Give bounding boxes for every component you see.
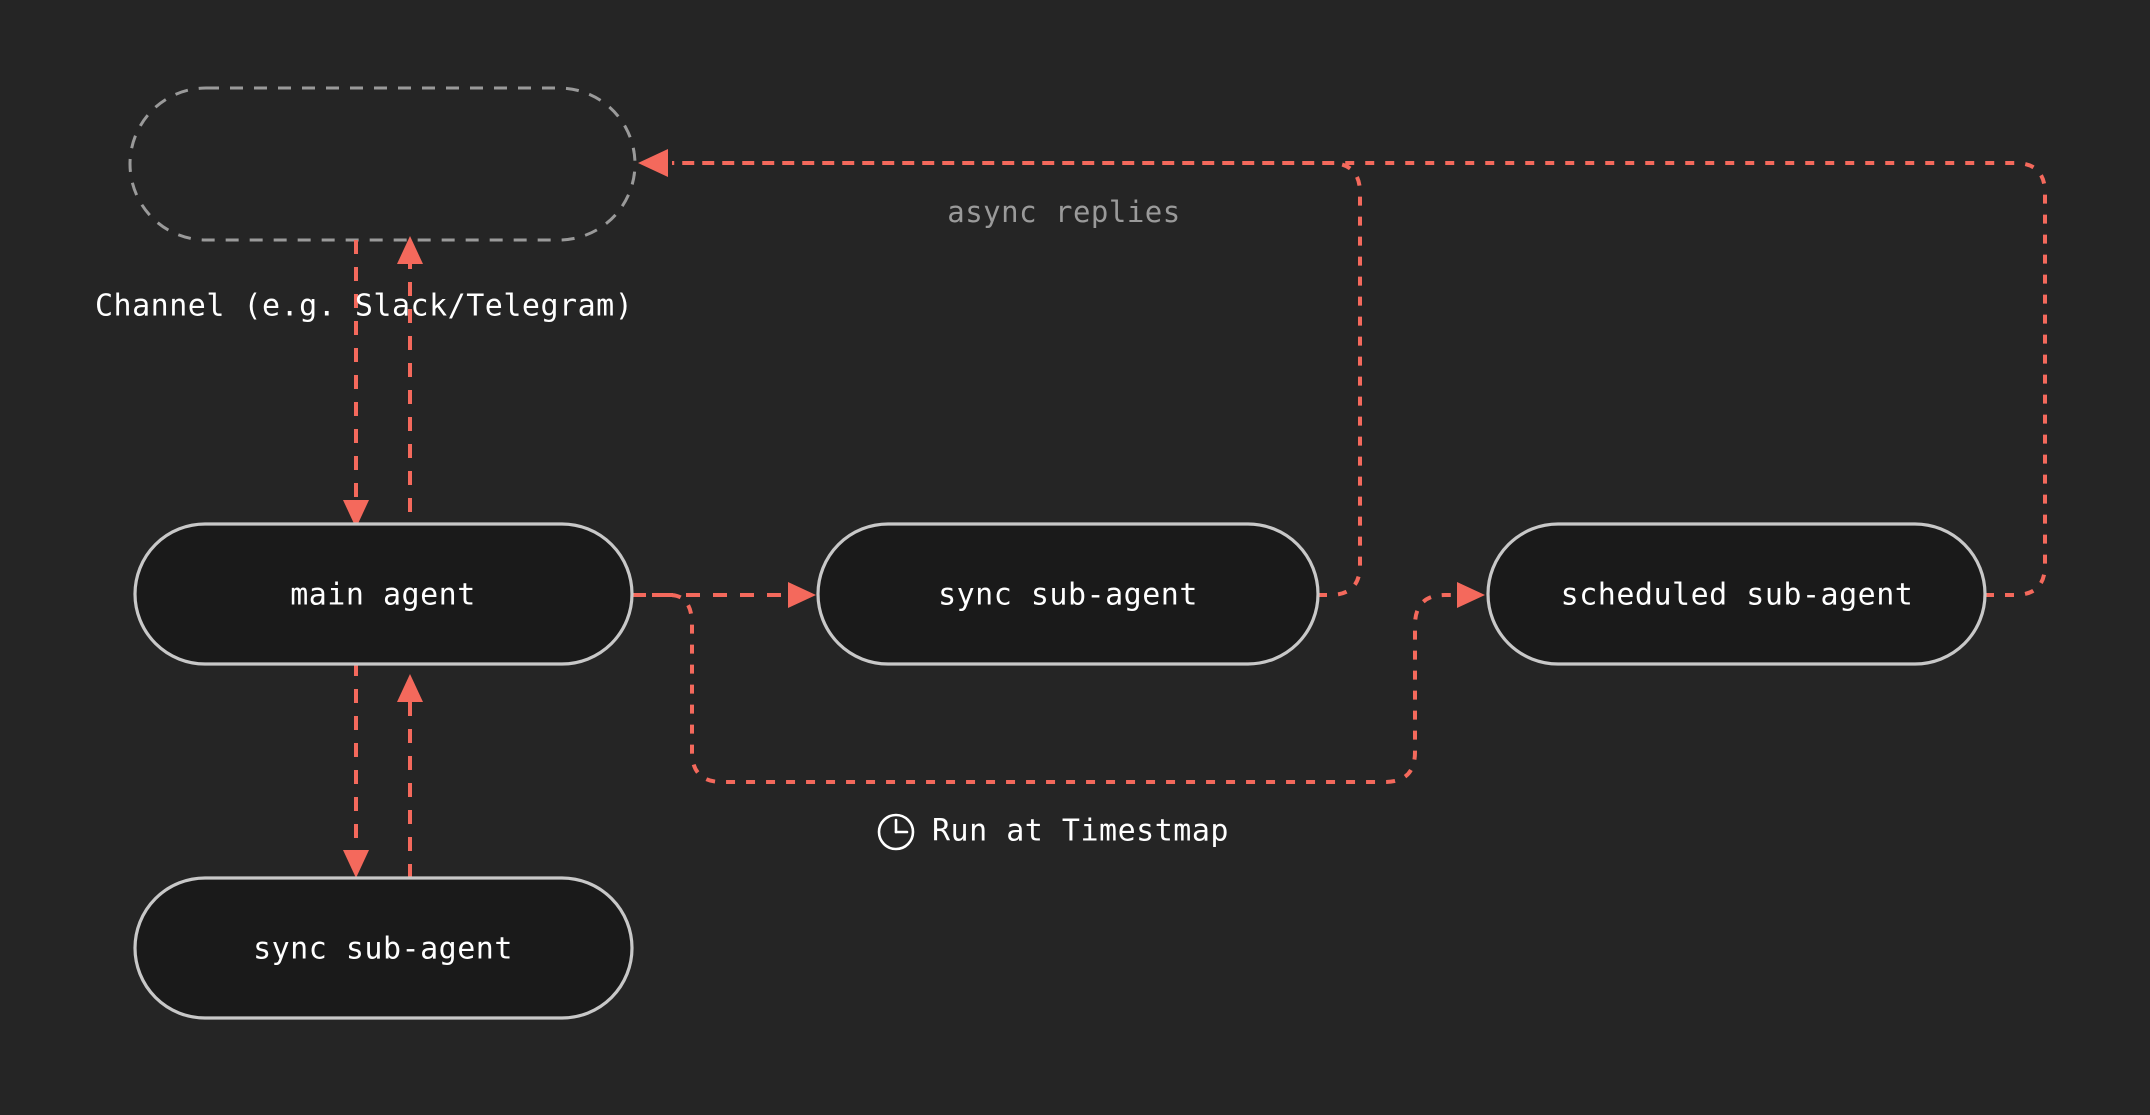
edge-scheduled-to-channel-line <box>672 161 2047 597</box>
arrow-head-into-channel <box>397 236 423 264</box>
async-replies-label: async replies <box>947 195 1180 229</box>
node-sync-sub-agent-bottom-label: sync sub-agent <box>253 932 513 967</box>
edge-main-to-scheduled-line <box>632 593 1465 784</box>
clock-icon-ring <box>877 813 915 851</box>
arrow-head-into-sync-sub-agent-bottom <box>343 850 369 878</box>
edge-scheduled-sub-agent-to-channel <box>638 149 2047 597</box>
edge-main-agent-to-sync-sub-agent-bottom <box>343 662 369 878</box>
edge-main-agent-to-channel <box>397 236 423 512</box>
node-scheduled-sub-agent[interactable]: scheduled sub-agent <box>1486 522 1987 666</box>
clock-icon <box>877 813 915 851</box>
arrow-head-into-sync-sub-agent-middle <box>788 582 816 608</box>
channel-box-outline <box>128 86 637 242</box>
channel-box[interactable] <box>128 86 637 242</box>
edge-sync-middle-to-channel-line <box>672 161 1362 597</box>
node-sync-sub-agent-middle-shape <box>816 522 1320 666</box>
edge-sync-sub-agent-middle-to-channel <box>672 161 1362 597</box>
node-sync-sub-agent-middle[interactable]: sync sub-agent <box>816 522 1320 666</box>
arrow-head-into-channel-async <box>638 149 668 177</box>
node-main-agent[interactable]: main agent <box>133 522 634 666</box>
edge-sync-sub-agent-bottom-to-main-agent <box>397 674 423 878</box>
node-sync-sub-agent-bottom[interactable]: sync sub-agent <box>133 876 634 1020</box>
run-at-timestamp-label: Run at Timestmap <box>932 814 1229 849</box>
arrow-head-into-main-agent-from-bottom <box>397 674 423 702</box>
arrow-head-into-scheduled-sub-agent <box>1457 582 1485 608</box>
node-main-agent-shape <box>133 522 634 666</box>
node-sync-sub-agent-bottom-shape <box>133 876 634 1020</box>
node-sync-sub-agent-middle-label: sync sub-agent <box>938 578 1198 613</box>
edge-channel-to-main-agent <box>343 240 369 528</box>
channel-caption: Channel (e.g. Slack/Telegram) <box>95 289 633 324</box>
node-scheduled-sub-agent-label: scheduled sub-agent <box>1561 578 1914 613</box>
arrow-head-into-main-agent <box>343 500 369 528</box>
edge-main-agent-to-scheduled-sub-agent <box>632 582 1485 784</box>
node-scheduled-sub-agent-shape <box>1486 522 1987 666</box>
node-main-agent-label: main agent <box>290 578 476 613</box>
